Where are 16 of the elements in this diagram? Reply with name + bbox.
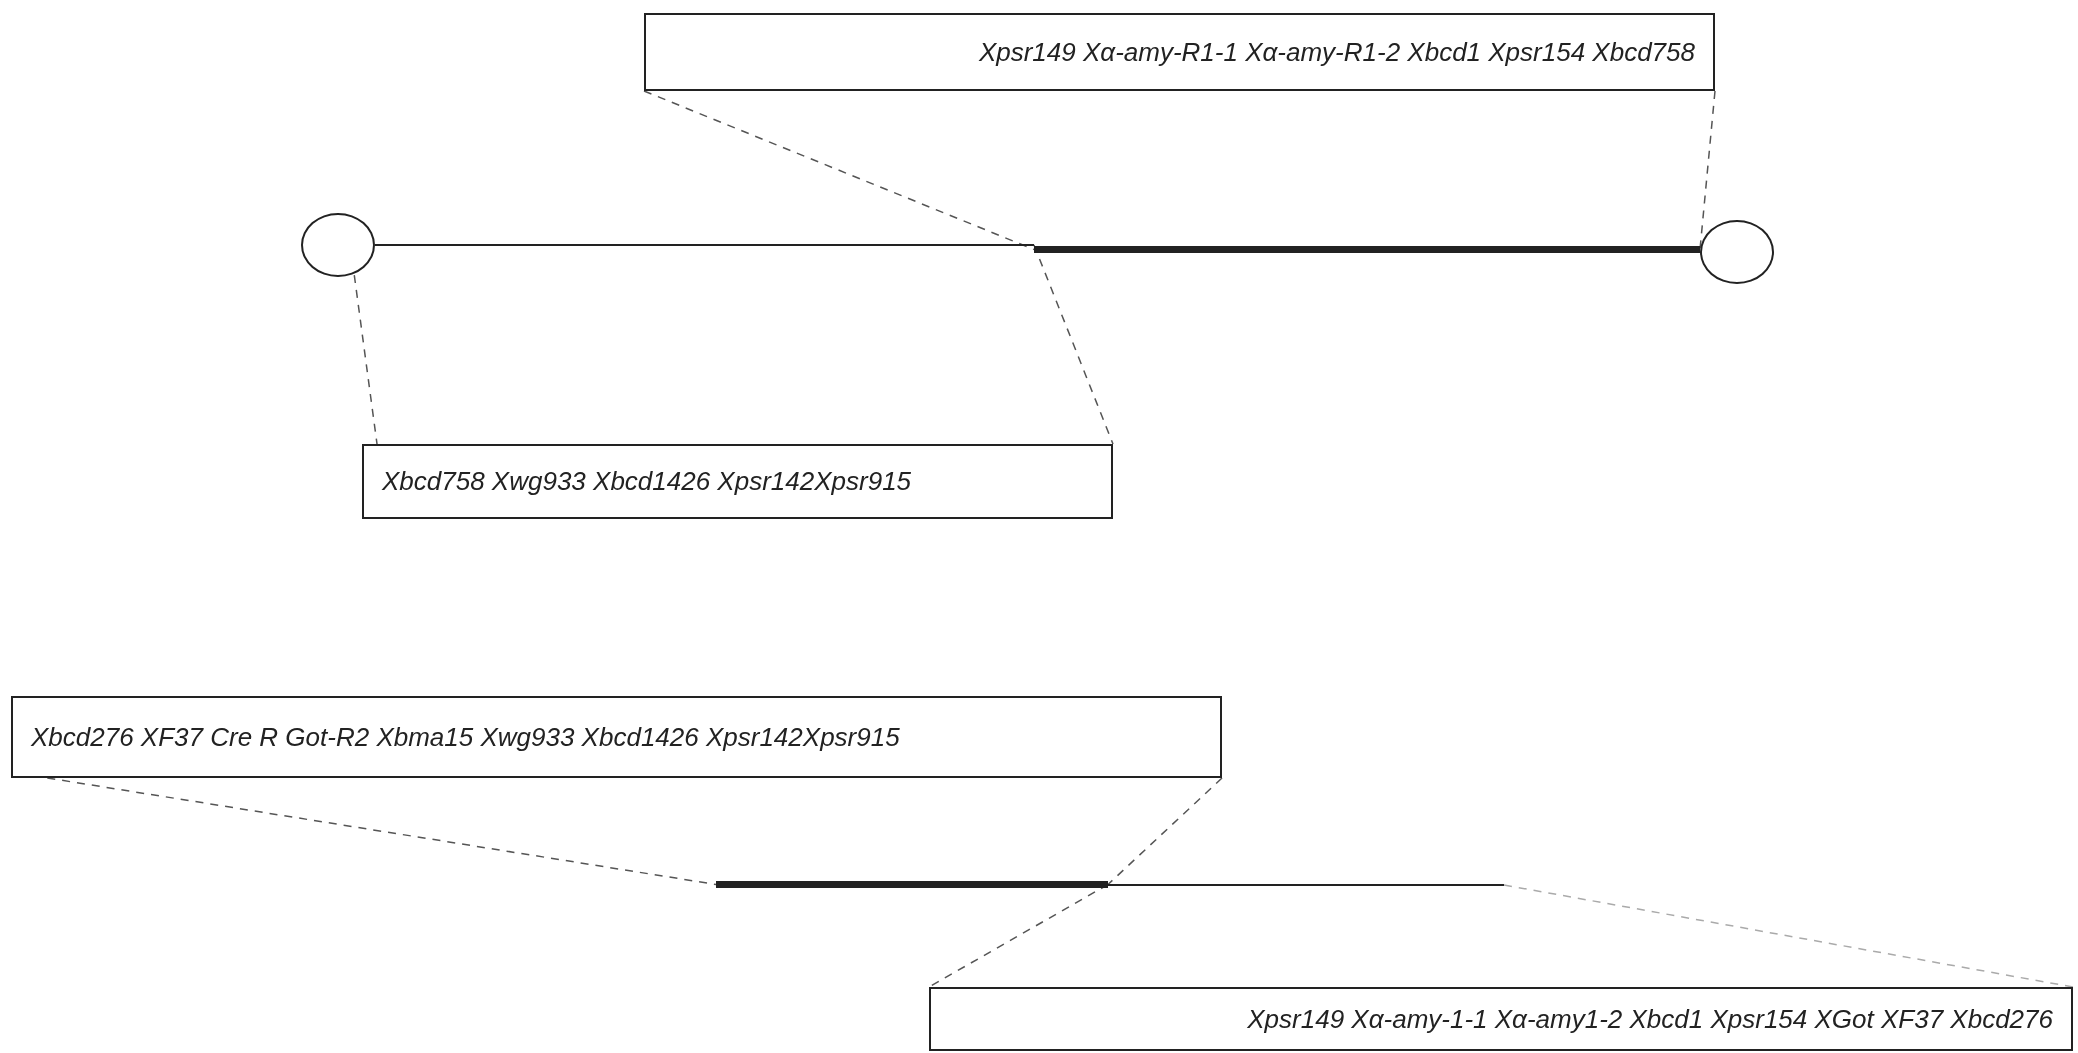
leader-line: [643, 90, 1035, 251]
marker-box: [929, 987, 2073, 1051]
marker-list: Xpsr149 Xα-amy-R1-1 Xα-amy-R1-2 Xbcd1 Xpsr154 Xbcd758: [978, 36, 1695, 68]
marker-list: Xbcd276 XF37 Cre R Got-R2 Xbma15 Xwg933 Xbcd1426 Xpsr142Xpsr915: [31, 721, 900, 753]
chromosome-segment: [716, 881, 1108, 888]
leader-line: [353, 274, 378, 445]
marker-box: [362, 444, 1113, 519]
marker-box: [644, 13, 1715, 91]
leader-line: [1503, 884, 2074, 988]
marker-list: Xpsr149 Xα-amy-1-1 Xα-amy1-2 Xbcd1 Xpsr154 XGot XF37 Xbcd276: [1247, 1003, 2053, 1035]
leader-line: [1107, 777, 1223, 886]
marker-list: Xbcd758 Xwg933 Xbcd1426 Xpsr142Xpsr915: [382, 466, 912, 497]
leader-line: [1033, 244, 1114, 445]
marker-box: [11, 696, 1222, 778]
leader-line: [46, 777, 717, 886]
chromosome-segment: [1034, 246, 1700, 253]
